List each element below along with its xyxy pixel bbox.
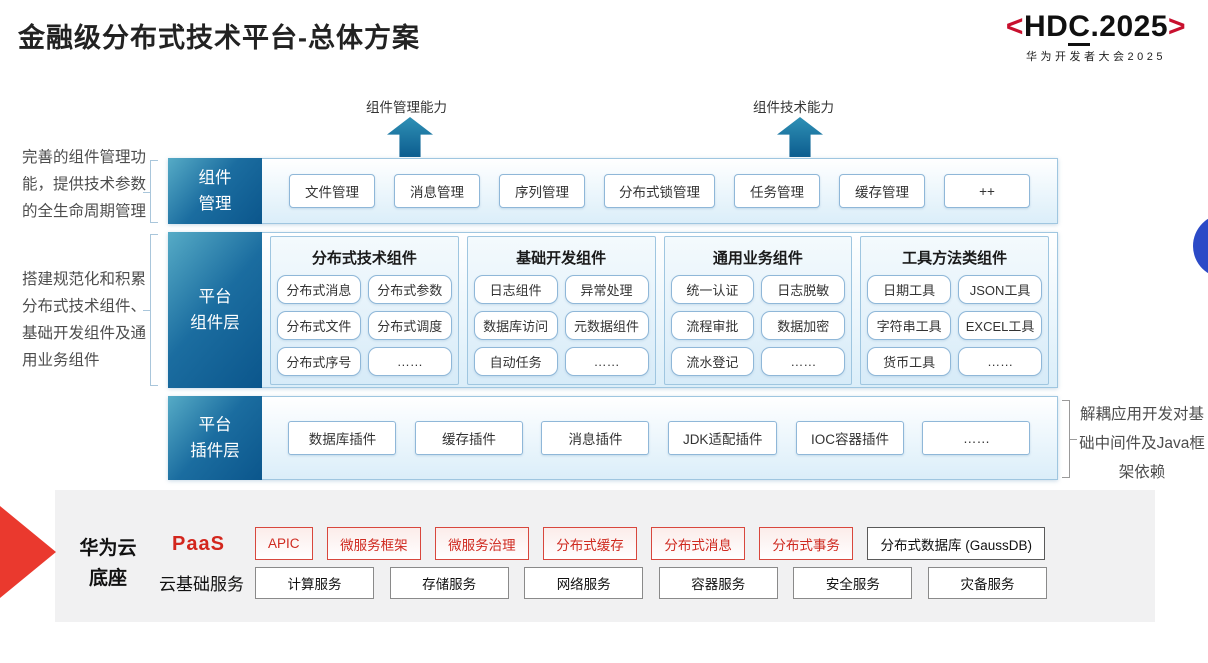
group-grid: 分布式消息 分布式参数 分布式文件 分布式调度 分布式序号 …… (277, 274, 452, 376)
capability-label-management: 组件管理能力 (366, 100, 447, 115)
page-title: 金融级分布式技术平台-总体方案 (18, 23, 420, 53)
note-component-management: 完善的组件管理功能，提供技术参数的全生命周期管理 (22, 149, 147, 220)
group-common-business: 通用业务组件 统一认证 日志脱敏 流程审批 数据加密 流水登记 …… (663, 235, 853, 385)
management-chip: 文件管理 (289, 174, 375, 208)
capability-label-technology: 组件技术能力 (753, 100, 834, 115)
component-pill: JSON工具 (958, 274, 1042, 304)
component-pill: 流水登记 (670, 346, 755, 376)
plugin-chip: 数据库插件 (288, 421, 397, 455)
logo-c: C (1068, 10, 1091, 46)
component-pill: 货币工具 (867, 346, 952, 376)
group-grid: 日期工具 JSON工具 字符串工具 EXCEL工具 货币工具 …… (867, 274, 1042, 376)
up-arrow-icon (387, 117, 433, 157)
component-pill: 分布式调度 (367, 310, 452, 340)
cloud-base-services-label: 云基础服务 (159, 575, 244, 594)
note-decoupling: 解耦应用开发对基础中间件及Java框架依赖 (1079, 406, 1205, 481)
component-pill: 日志脱敏 (761, 274, 846, 304)
component-pill: 分布式消息 (277, 274, 361, 304)
component-pill: 元数据组件 (564, 310, 649, 340)
band-label-platform-components: 平台 组件层 (168, 232, 262, 388)
band-component-management: 组件 管理 文件管理 消息管理 序列管理 分布式锁管理 任务管理 缓存管理 ++ (168, 158, 1058, 224)
group-grid: 日志组件 异常处理 数据库访问 元数据组件 自动任务 …… (473, 274, 649, 376)
red-arrow-icon (0, 506, 56, 598)
component-pill: 流程审批 (670, 310, 755, 340)
logo-left-bracket: < (1005, 10, 1024, 43)
management-chip: 消息管理 (394, 174, 480, 208)
management-chip: 任务管理 (734, 174, 820, 208)
group-title: 分布式技术组件 (311, 249, 417, 267)
plugin-chip: JDK适配插件 (667, 421, 778, 455)
iaas-services-row: 计算服务 存储服务 网络服务 容器服务 安全服务 灾备服务 (255, 567, 1047, 599)
component-pill: 数据加密 (761, 310, 846, 340)
group-title: 通用业务组件 (712, 249, 803, 267)
up-arrow-icon (777, 117, 823, 157)
iaas-service-box: 网络服务 (524, 567, 644, 599)
management-chip: 序列管理 (499, 174, 585, 208)
group-distributed-tech: 分布式技术组件 分布式消息 分布式参数 分布式文件 分布式调度 分布式序号 …… (270, 235, 459, 385)
plugin-chip: IOC容器插件 (795, 421, 904, 455)
paas-service-box: 微服务框架 (327, 527, 421, 560)
paas-service-box: 分布式缓存 (543, 527, 637, 560)
component-pill: 分布式序号 (277, 346, 361, 376)
plugin-chip: 缓存插件 (414, 421, 523, 455)
iaas-service-box: 计算服务 (255, 567, 374, 599)
paas-service-box: 微服务治理 (435, 527, 529, 560)
group-base-dev: 基础开发组件 日志组件 异常处理 数据库访问 元数据组件 自动任务 …… (466, 235, 656, 385)
paas-label: PaaS (172, 533, 225, 555)
iaas-service-box: 安全服务 (793, 567, 913, 599)
component-pill: 日期工具 (867, 274, 952, 304)
band-plugin-layer: 平台 插件层 数据库插件 缓存插件 消息插件 JDK适配插件 IOC容器插件 …… (168, 396, 1058, 480)
hdc-logo-text: <HDC.2025> (986, 10, 1206, 46)
note-platform-components: 搭建规范化和积累分布式技术组件、基础开发组件及通用业务组件 (22, 271, 147, 369)
hdc-logo-subtitle: 华为开发者大会2025 (1026, 51, 1166, 63)
component-pill: EXCEL工具 (958, 310, 1042, 340)
component-pill: 日志组件 (473, 274, 558, 304)
group-utility-tools: 工具方法类组件 日期工具 JSON工具 字符串工具 EXCEL工具 货币工具 …… (860, 235, 1049, 385)
component-pill-more: …… (958, 346, 1042, 376)
group-title: 工具方法类组件 (902, 249, 1008, 267)
hdc-logo: <HDC.2025> 华为开发者大会2025 (986, 10, 1206, 64)
band-content-platform: 分布式技术组件 分布式消息 分布式参数 分布式文件 分布式调度 分布式序号 ……… (262, 233, 1057, 387)
band-label-plugin-layer: 平台 插件层 (168, 396, 262, 480)
band-content-management: 文件管理 消息管理 序列管理 分布式锁管理 任务管理 缓存管理 ++ (262, 159, 1057, 223)
paas-service-box: APIC (255, 527, 313, 560)
band-label-component-management: 组件 管理 (168, 158, 262, 224)
component-pill: 分布式参数 (367, 274, 452, 304)
huawei-cloud-base-label: 华为云 底座 (79, 538, 137, 590)
component-pill: 分布式文件 (277, 310, 361, 340)
component-pill: 数据库访问 (473, 310, 558, 340)
component-pill: 异常处理 (564, 274, 649, 304)
iaas-service-box: 存储服务 (389, 567, 509, 599)
paas-gaussdb-box: 分布式数据库 (GaussDB) (867, 527, 1045, 560)
logo-year: .2025 (1090, 10, 1169, 43)
paas-service-box: 分布式事务 (759, 527, 853, 560)
iaas-service-box: 灾备服务 (927, 567, 1047, 599)
component-pill-more: …… (564, 346, 649, 376)
management-chip: 缓存管理 (839, 174, 925, 208)
paas-service-box: 分布式消息 (651, 527, 745, 560)
group-grid: 统一认证 日志脱敏 流程审批 数据加密 流水登记 …… (670, 274, 846, 376)
left-bracket-decoration (143, 234, 158, 386)
iaas-service-box: 容器服务 (658, 567, 778, 599)
logo-right-bracket: > (1168, 10, 1187, 43)
group-title: 基础开发组件 (516, 249, 607, 267)
plugin-chip-more: …… (922, 421, 1031, 455)
component-pill: 统一认证 (670, 274, 755, 304)
component-pill-more: …… (367, 346, 452, 376)
left-bracket-decoration (143, 160, 158, 223)
logo-hd: HD (1023, 10, 1069, 43)
component-pill: 自动任务 (473, 346, 558, 376)
management-chip-more: ++ (944, 174, 1030, 208)
paas-services-row: APIC 微服务框架 微服务治理 分布式缓存 分布式消息 分布式事务 分布式数据… (255, 527, 1045, 560)
management-chip: 分布式锁管理 (604, 174, 715, 208)
component-pill-more: …… (761, 346, 846, 376)
band-platform-components: 平台 组件层 分布式技术组件 分布式消息 分布式参数 分布式文件 分布式调度 分… (168, 232, 1058, 388)
band-content-plugins: 数据库插件 缓存插件 消息插件 JDK适配插件 IOC容器插件 …… (262, 397, 1057, 479)
right-bracket-decoration (1062, 400, 1077, 478)
plugin-chip: 消息插件 (541, 421, 650, 455)
edge-circle-decoration (1193, 214, 1208, 278)
component-pill: 字符串工具 (867, 310, 952, 340)
